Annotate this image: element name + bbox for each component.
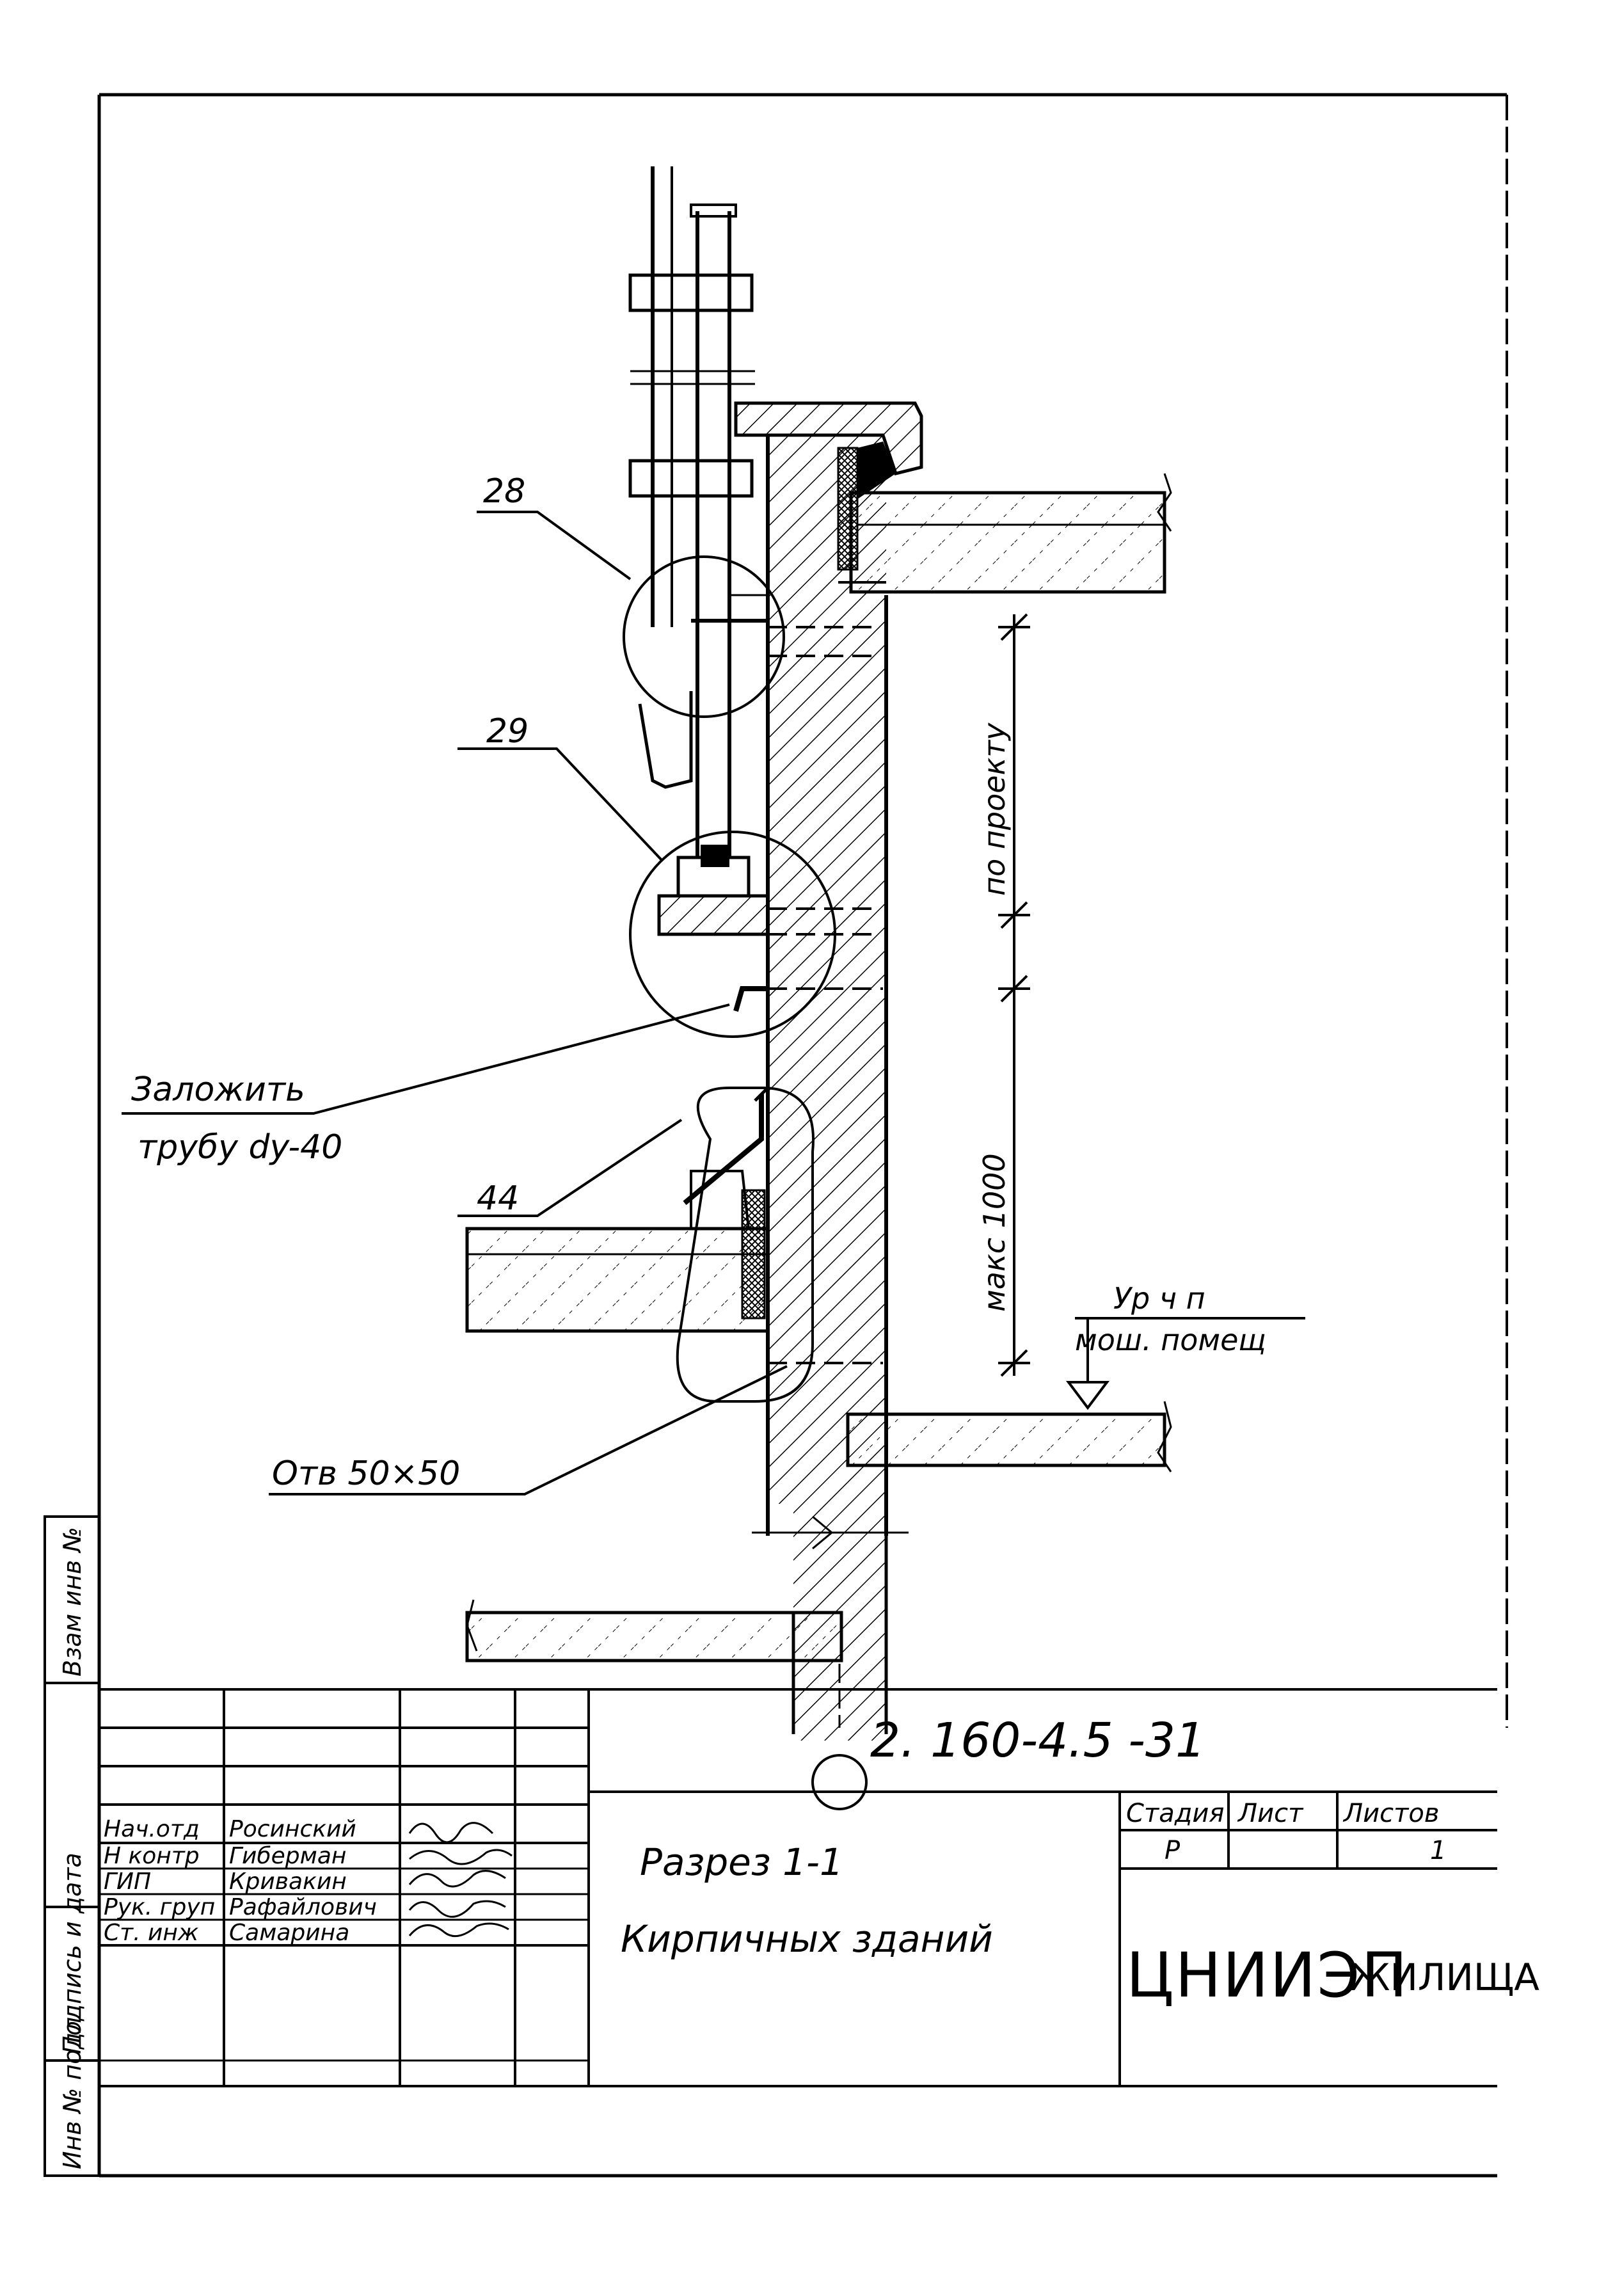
staff-role: Ст. инж bbox=[104, 1920, 199, 1946]
side-stamp-sign-date: Подпись и дата bbox=[58, 1853, 86, 2054]
signatures bbox=[408, 1822, 513, 1938]
axis-marker bbox=[811, 1754, 868, 1810]
sheets-header: Листов bbox=[1342, 1799, 1439, 1828]
staff-role: ГИП bbox=[104, 1869, 151, 1895]
staff-name: Самарина bbox=[229, 1920, 349, 1946]
callout-opening: Отв 50×50 bbox=[272, 1455, 460, 1493]
org-name: ЦНИИЭП bbox=[1126, 1940, 1409, 2011]
pipe-support bbox=[657, 845, 877, 936]
brick-wall bbox=[752, 435, 909, 1810]
side-stamp bbox=[44, 1515, 100, 2177]
staff-name: Рафайлович bbox=[229, 1894, 377, 1920]
bottom-slab-left bbox=[465, 1599, 843, 1662]
staff-role: Н контр bbox=[104, 1843, 200, 1869]
doc-code: 2. 160-4.5 -31 bbox=[870, 1713, 1205, 1768]
title-block bbox=[99, 1688, 1497, 2087]
dim-per-project: по проекту bbox=[977, 722, 1012, 896]
staff-role: Рук. груп bbox=[104, 1894, 215, 1920]
side-stamp-inv-replace: Взам инв № bbox=[58, 1527, 86, 1677]
sheets-value: 1 bbox=[1430, 1836, 1446, 1865]
callout-44: 44 bbox=[477, 1179, 519, 1218]
downpipe bbox=[628, 166, 768, 857]
org-sub: ЖИЛИЩА bbox=[1350, 1956, 1539, 1999]
staff-name: Гиберман bbox=[229, 1843, 346, 1869]
anchor-lines bbox=[768, 626, 883, 1364]
level-mark-line2: мош. помещ bbox=[1075, 1323, 1266, 1357]
lower-slab-left bbox=[465, 1087, 770, 1333]
callout-28: 28 bbox=[483, 472, 525, 511]
sheet-header: Лист bbox=[1237, 1799, 1304, 1828]
stage-header: Стадия bbox=[1126, 1799, 1224, 1828]
detail-circles bbox=[623, 555, 836, 1403]
callout-pipe-line2: трубу dy-40 bbox=[138, 1128, 342, 1167]
stage-value: Р bbox=[1165, 1836, 1181, 1865]
staff-name: Росинский bbox=[229, 1816, 356, 1842]
staff-role: Нач.отд bbox=[104, 1816, 200, 1842]
embedded-pipe bbox=[733, 986, 768, 1012]
dimension-line bbox=[998, 613, 1030, 1377]
level-mark-line1: Ур ч п bbox=[1113, 1281, 1205, 1316]
callout-pipe-line1: Заложить bbox=[131, 1071, 305, 1109]
callout-29: 29 bbox=[486, 712, 529, 751]
machine-room-slab bbox=[846, 1381, 1172, 1472]
dim-max-1000: макс 1000 bbox=[977, 1153, 1012, 1312]
side-stamp-inv-orig: Инв № подл bbox=[58, 2017, 86, 2169]
drawing-title-line1: Разрез 1-1 bbox=[640, 1840, 843, 1884]
leader-lines bbox=[122, 511, 788, 1495]
staff-name: Кривакин bbox=[229, 1869, 347, 1895]
staff-rows bbox=[99, 1867, 589, 2062]
drawing-title-line2: Кирпичных зданий bbox=[621, 1917, 993, 1961]
upper-floor-slab bbox=[849, 473, 1172, 594]
